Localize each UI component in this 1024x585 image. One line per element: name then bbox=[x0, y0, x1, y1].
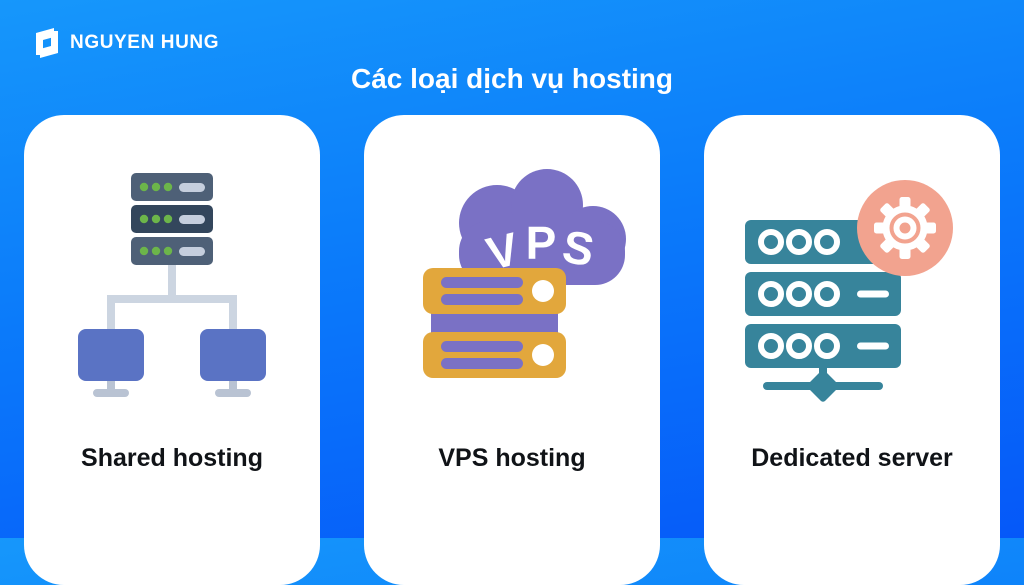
server-drive-pills bbox=[179, 183, 205, 256]
card-label-vps-hosting: VPS hosting bbox=[438, 444, 586, 472]
page-title: Các loại dịch vụ hosting bbox=[350, 63, 674, 94]
logo-upper-stroke bbox=[36, 28, 54, 55]
vps-server-slots bbox=[441, 277, 523, 369]
server-rack-icon bbox=[131, 173, 213, 265]
gear-icon bbox=[857, 180, 953, 276]
shared-hosting-icon bbox=[57, 165, 287, 405]
card-shared-hosting: Shared hosting bbox=[24, 115, 320, 585]
vps-hosting-icon: V P S bbox=[397, 165, 627, 405]
brand-name: NGUYEN HUNG bbox=[70, 32, 220, 53]
card-label-shared-hosting: Shared hosting bbox=[81, 444, 263, 472]
gear-inner-ring bbox=[893, 216, 917, 240]
monitor-right-icon bbox=[200, 329, 266, 397]
card-label-dedicated-server: Dedicated server bbox=[751, 444, 953, 472]
vps-cloud-server-icon: V P S bbox=[423, 169, 626, 378]
svg-text:P: P bbox=[526, 217, 557, 269]
vps-server-icon bbox=[423, 268, 566, 378]
network-connector bbox=[107, 263, 237, 335]
gear-outer-ring bbox=[882, 205, 928, 251]
card-vps-hosting: V P S bbox=[364, 115, 660, 585]
brand-header: NGUYEN HUNG bbox=[33, 24, 219, 62]
network-node-connector bbox=[763, 368, 883, 402]
server-port-circles bbox=[758, 229, 840, 359]
shared-hosting-network-icon bbox=[78, 173, 266, 397]
dedicated-server-gear-icon bbox=[745, 180, 953, 402]
server-dashes bbox=[857, 290, 889, 350]
nguyen-hung-logo-icon bbox=[36, 28, 58, 58]
hosting-cards-row: Shared hosting V P S bbox=[24, 115, 1000, 585]
server-led-dots bbox=[139, 182, 173, 256]
card-dedicated-server: Dedicated server bbox=[704, 115, 1000, 585]
dedicated-server-icon bbox=[737, 165, 967, 405]
vps-server-light-bottom bbox=[532, 344, 554, 366]
vps-server-light-top bbox=[532, 280, 554, 302]
monitor-left-icon bbox=[78, 329, 144, 397]
logo-lower-stroke bbox=[40, 31, 58, 58]
